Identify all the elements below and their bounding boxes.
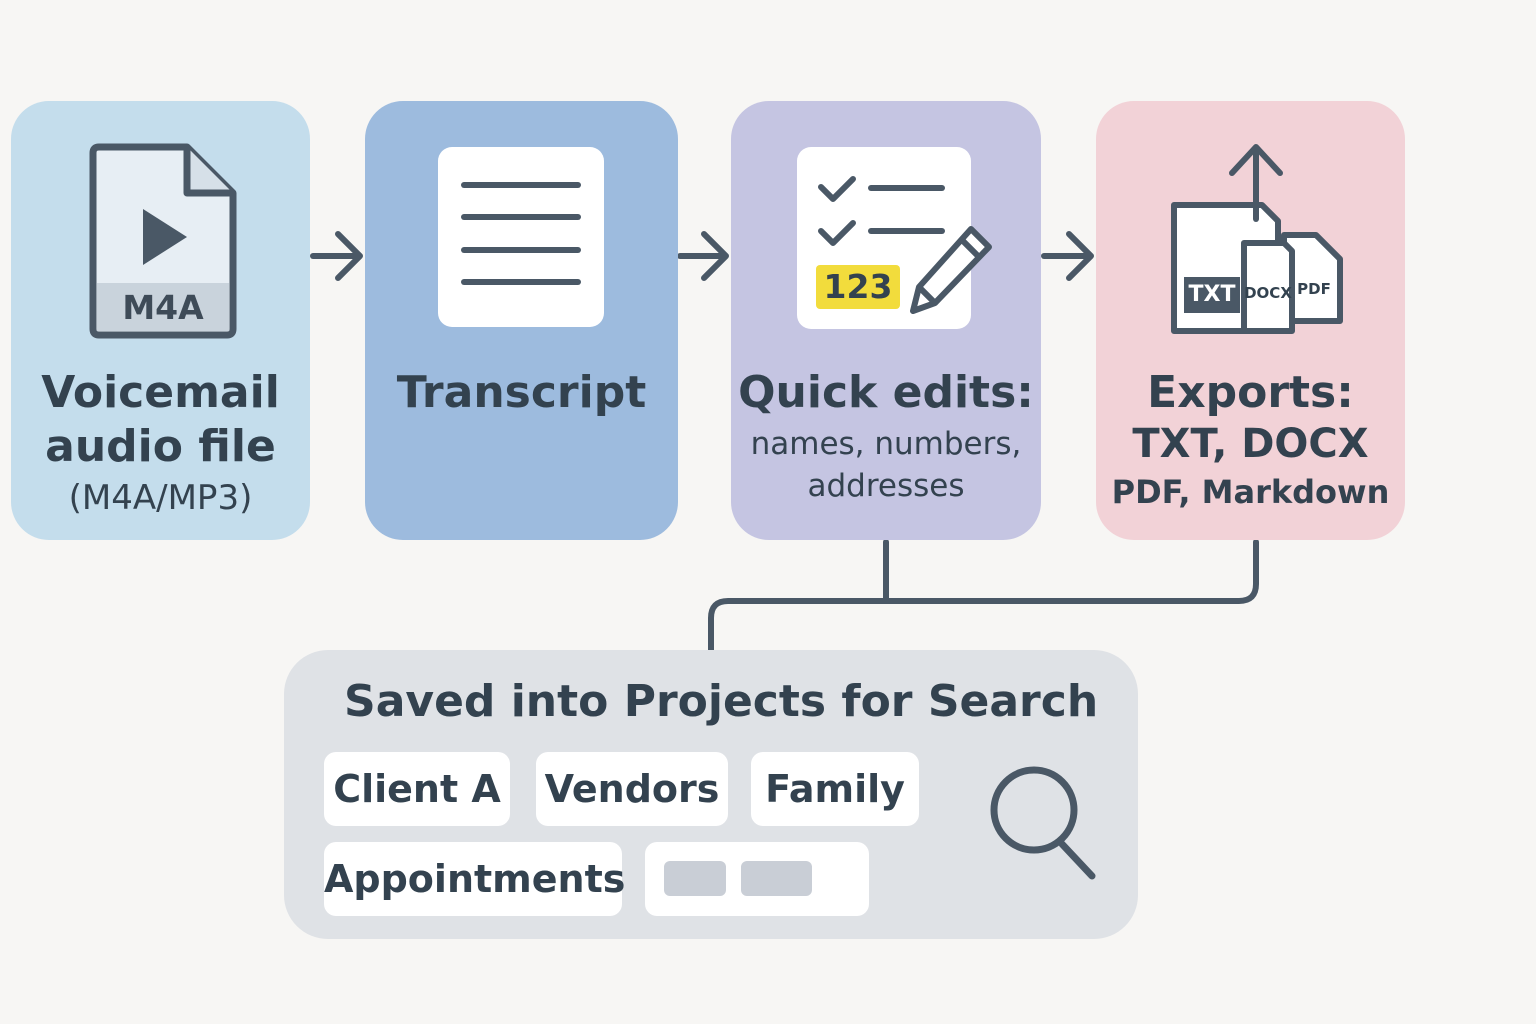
step-transcript-card: Transcript [365,101,678,540]
arrow-edits-to-exports [1041,231,1094,281]
step-voicemail-subtitle: (M4A/MP3) [68,478,253,518]
connector-to-projects [708,539,1259,653]
tag-family[interactable]: Family [751,752,919,826]
pencil-icon [910,226,992,314]
step-edits-title: Quick edits: [738,367,1034,418]
step-exports-title: Exports: [1147,367,1354,418]
tag-placeholder [645,842,869,916]
checklist-icon [818,176,945,246]
transcript-document [438,147,604,327]
number-badge: 123 [816,265,900,309]
tag-appointments[interactable]: Appointments [324,842,625,916]
file-badge: M4A [122,288,204,327]
placeholder-bar [741,861,812,896]
audio-file-icon [89,143,237,339]
step-voicemail-card: M4A Voicemail audio file (M4A/MP3) [11,101,310,540]
edits-document: 123 [797,147,971,329]
export-label-docx: DOCX [1244,284,1292,302]
projects-title: Saved into Projects for Search [344,676,1099,727]
placeholder-bar [664,861,726,896]
tag-vendors[interactable]: Vendors [536,752,728,826]
export-label-txt: TXT [1188,282,1236,307]
step-edits-card: 123 Quick edits: names, numbers, address… [731,101,1041,540]
step-voicemail-title-line1: Voicemail [41,367,280,418]
document-lines-icon [461,182,581,285]
export-label-pdf: PDF [1297,280,1331,298]
step-transcript-title: Transcript [396,367,647,418]
arrow-voicemail-to-transcript [310,231,363,281]
step-exports-subtitle-line2: PDF, Markdown [1111,473,1390,511]
step-exports-subtitle-line1: TXT, DOCX [1132,421,1369,467]
arrow-transcript-to-edits [677,231,729,281]
step-edits-subtitle-line1: names, numbers, [750,426,1022,462]
tag-client-a[interactable]: Client A [324,752,510,826]
step-edits-subtitle-line2: addresses [807,468,965,504]
projects-panel: Saved into Projects for Search Client A … [284,650,1138,939]
export-files-icon [1171,144,1343,334]
step-exports-card: TXT DOCX PDF Exports: TXT, DOCX PDF, Mar… [1096,101,1405,540]
step-voicemail-title-line2: audio file [45,421,276,472]
search-icon[interactable] [988,762,1100,884]
